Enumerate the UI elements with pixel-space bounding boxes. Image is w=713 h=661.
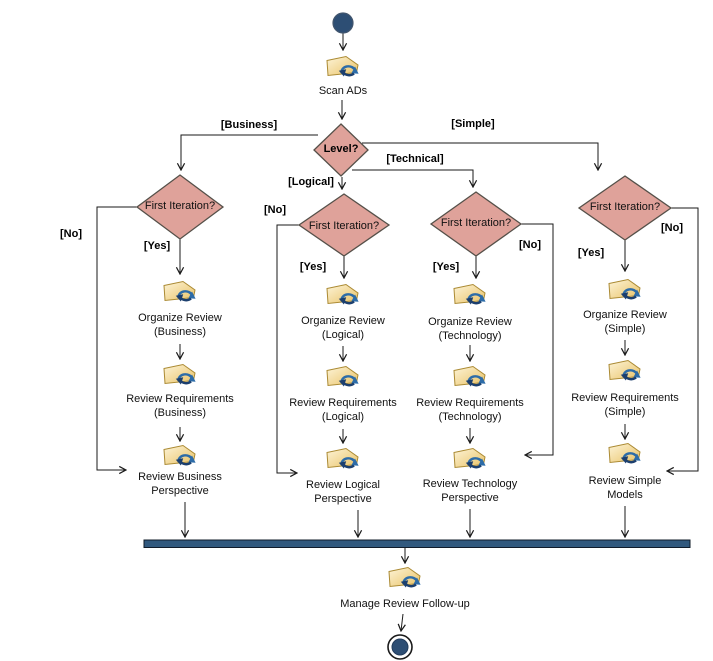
label-line1: Organize Review <box>583 309 667 321</box>
flow-no-business <box>96 206 137 470</box>
label-review-business-perspective: Review Business Perspective <box>110 470 250 498</box>
label-first-iteration-simple: First Iteration? <box>589 201 661 213</box>
guard-technical: [Technical] <box>386 153 444 165</box>
label-line1: Organize Review <box>428 316 512 328</box>
decision-first-iteration-logical[interactable] <box>297 193 391 257</box>
flow-manage-to-final <box>401 613 403 631</box>
label-line2: (Logical) <box>321 329 365 341</box>
label-decision-level: Level? <box>323 143 359 155</box>
label-line1: Review Requirements <box>571 392 679 404</box>
guard-yes-simple: [Yes] <box>577 247 605 259</box>
label-line1: Review Requirements <box>126 393 234 405</box>
label-line2: (Simple) <box>604 323 646 335</box>
activity-icon-review-technology-perspective[interactable] <box>452 447 487 470</box>
label-line2: Perspective <box>314 493 372 505</box>
label-line1: Review Requirements <box>416 397 524 409</box>
initial-node[interactable] <box>332 12 354 34</box>
activity-icon-review-business-perspective[interactable] <box>162 444 197 467</box>
guard-logical: [Logical] <box>288 176 334 188</box>
decision-level[interactable] <box>313 123 369 177</box>
flow-connectors <box>96 33 699 631</box>
guard-business: [Business] <box>220 119 278 131</box>
label-review-technology-perspective: Review Technology Perspective <box>400 477 540 505</box>
label-line2: Perspective <box>441 492 499 504</box>
label-review-requirements-simple: Review Requirements (Simple) <box>555 391 695 419</box>
flow-guard-technical <box>352 169 473 187</box>
label-organize-review-technology: Organize Review (Technology) <box>400 315 540 343</box>
label-review-simple-models: Review Simple Models <box>555 474 695 502</box>
guard-no-technical: [No] <box>519 239 541 251</box>
flow-no-technical <box>521 223 554 455</box>
label-organize-review-logical: Organize Review (Logical) <box>273 314 413 342</box>
decision-first-iteration-simple[interactable] <box>577 175 673 241</box>
label-line2: (Simple) <box>604 406 646 418</box>
label-line1: Review Logical <box>306 479 380 491</box>
activity-icon-review-requirements-technology[interactable] <box>452 365 487 388</box>
label-line2: (Technology) <box>438 330 502 342</box>
guard-no-logical: [No] <box>264 204 286 216</box>
activity-icon-organize-review-simple[interactable] <box>607 278 642 301</box>
label-line1: Review Business <box>138 471 222 483</box>
label-line1: Organize Review <box>301 315 385 327</box>
label-review-requirements-technology: Review Requirements (Technology) <box>400 396 540 424</box>
label-line1: Review Technology <box>422 478 518 490</box>
activity-icon-review-simple-models[interactable] <box>607 442 642 465</box>
guard-no-simple: [No] <box>661 222 683 234</box>
label-first-iteration-technical: First Iteration? <box>440 217 512 229</box>
activity-icon-organize-review-business[interactable] <box>162 280 197 303</box>
decision-first-iteration-technical[interactable] <box>429 191 523 257</box>
activity-icon-organize-review-technology[interactable] <box>452 283 487 306</box>
flow-no-simple <box>667 207 699 471</box>
label-scan-ads: Scan ADs <box>318 85 368 97</box>
label-review-logical-perspective: Review Logical Perspective <box>273 478 413 506</box>
label-line1: Review Simple <box>588 475 662 487</box>
flow-guard-business <box>181 134 318 170</box>
label-line2: (Business) <box>154 407 206 419</box>
activity-icon-review-logical-perspective[interactable] <box>325 447 360 470</box>
label-line1: Organize Review <box>138 312 222 324</box>
final-node[interactable] <box>391 638 409 656</box>
label-line2: Models <box>607 489 643 501</box>
flow-no-logical <box>276 224 299 473</box>
flow-guard-simple <box>362 142 598 170</box>
label-first-iteration-business: First Iteration? <box>144 200 216 212</box>
label-organize-review-business: Organize Review (Business) <box>110 311 250 339</box>
activity-icon-review-requirements-business[interactable] <box>162 363 197 386</box>
guard-no-business: [No] <box>60 228 82 240</box>
join-bar[interactable] <box>143 539 691 548</box>
activity-icon-organize-review-logical[interactable] <box>325 283 360 306</box>
activity-icon-manage-review-followup[interactable] <box>387 566 422 589</box>
guard-yes-business: [Yes] <box>143 240 171 252</box>
label-line1: Review Requirements <box>289 397 397 409</box>
label-line2: (Technology) <box>438 411 502 423</box>
guard-yes-logical: [Yes] <box>299 261 327 273</box>
label-line2: Perspective <box>151 485 209 497</box>
decision-first-iteration-business[interactable] <box>135 174 225 240</box>
label-first-iteration-logical: First Iteration? <box>308 220 380 232</box>
label-line2: (Logical) <box>321 411 365 423</box>
guard-yes-technical: [Yes] <box>432 261 460 273</box>
guard-simple: [Simple] <box>451 118 495 130</box>
activity-icon-review-requirements-logical[interactable] <box>325 365 360 388</box>
label-manage-review-followup: Manage Review Follow-up <box>340 598 470 610</box>
label-organize-review-simple: Organize Review (Simple) <box>555 308 695 336</box>
activity-icon-scan-ads[interactable] <box>325 55 360 78</box>
label-line2: (Business) <box>154 326 206 338</box>
label-review-requirements-logical: Review Requirements (Logical) <box>273 396 413 424</box>
activity-icon-review-requirements-simple[interactable] <box>607 359 642 382</box>
label-review-requirements-business: Review Requirements (Business) <box>110 392 250 420</box>
